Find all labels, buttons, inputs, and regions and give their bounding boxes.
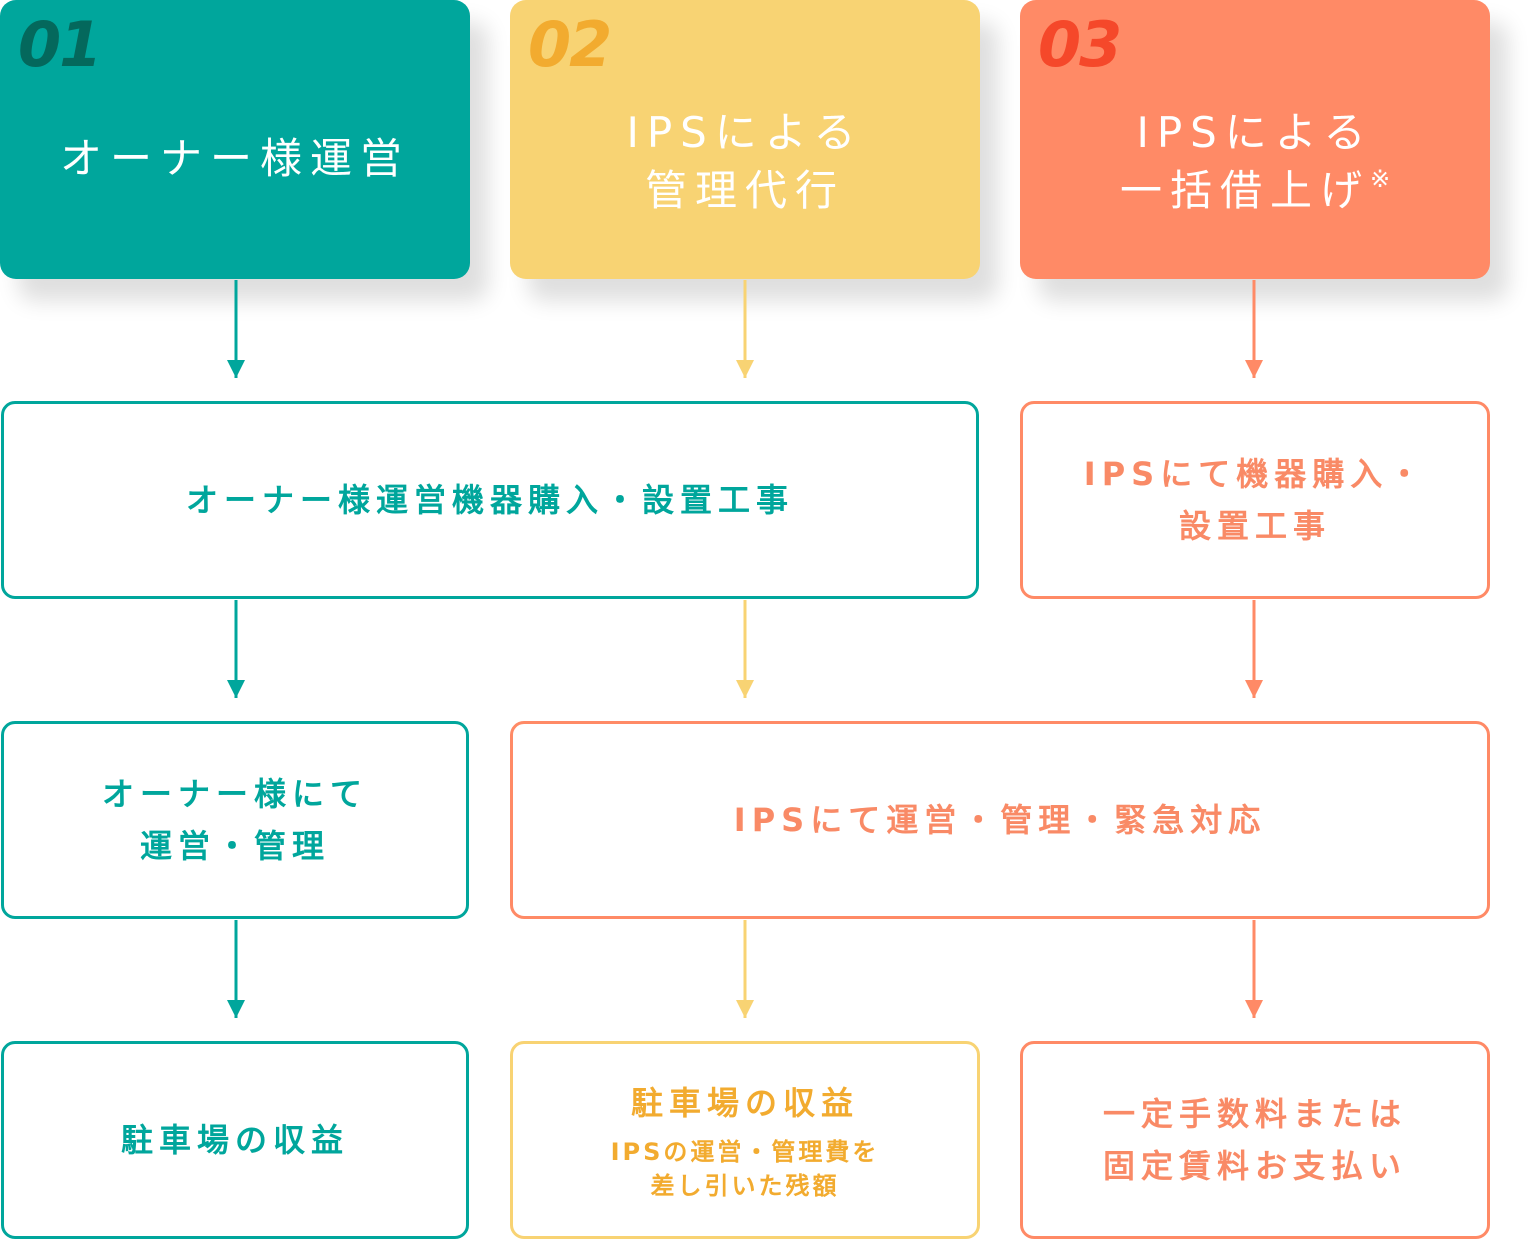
plan-title-line: IPSによる [626,108,864,157]
owner-equipment-box: オーナー様運営機器購入・設置工事 [1,401,979,599]
box-note-line: 差し引いた残額 [650,1172,840,1200]
box-text-line: 運営・管理 [139,827,330,865]
box-text-line: 設置工事 [1178,507,1331,545]
box-text: 駐車場の収益 [120,1121,349,1159]
lease-revenue-box: 一定手数料または 固定賃料お支払い [1020,1041,1490,1239]
plan-title-line: IPSによる [1136,108,1374,157]
plan-02-header: 02 IPSによる 管理代行 [510,0,980,279]
managed-revenue-box: 駐車場の収益 IPSの運営・管理費を 差し引いた残額 [510,1041,980,1239]
plan-title: オーナー様運営 [0,130,470,188]
plan-title-text: 一括借上げ [1119,166,1370,215]
box-text: IPSにて運営・管理・緊急対応 [733,801,1267,839]
box-note: IPSの運営・管理費を 差し引いた残額 [611,1135,880,1203]
box-text-line: オーナー様にて [101,775,368,813]
plan-title-line: オーナー様運営 [59,134,410,183]
box-text-line: 一定手数料または [1102,1095,1407,1133]
box-text: 駐車場の収益 [630,1084,859,1122]
ips-operation-box: IPSにて運営・管理・緊急対応 [510,721,1490,919]
ips-equipment-box: IPSにて機器購入・ 設置工事 [1020,401,1490,599]
plan-title-line: 管理代行 [644,166,845,215]
box-note-line: IPSの運営・管理費を [610,1138,880,1166]
plan-number: 02 [528,8,612,81]
footnote-mark: ※ [1369,165,1391,193]
plan-01-header: 01 オーナー様運営 [0,0,470,279]
plan-title-line: 一括借上げ※ [1020,162,1490,226]
plan-title: IPSによる 管理代行 [510,104,980,220]
plan-title: IPSによる 一括借上げ※ [1020,104,1490,226]
plan-number: 01 [18,8,102,81]
box-text-line: IPSにて機器購入・ [1083,455,1427,493]
plan-03-header: 03 IPSによる 一括借上げ※ [1020,0,1490,279]
plan-number: 03 [1038,8,1122,81]
owner-revenue-box: 駐車場の収益 [1,1041,469,1239]
box-text-line: 固定賃料お支払い [1102,1147,1407,1185]
owner-operation-box: オーナー様にて 運営・管理 [1,721,469,919]
box-text: オーナー様運営機器購入・設置工事 [185,481,794,519]
